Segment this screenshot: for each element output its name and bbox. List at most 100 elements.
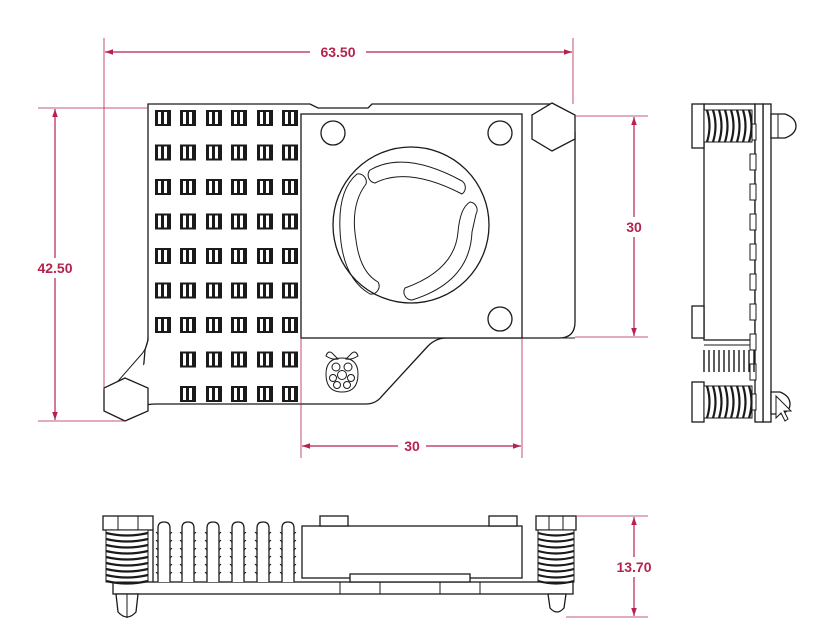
coil (723, 385, 729, 419)
fin-cell (282, 282, 298, 299)
fin-cell (180, 213, 196, 230)
spring-bottom (703, 385, 753, 419)
fin-cell (282, 386, 298, 402)
fin-cell (257, 248, 273, 264)
fin-cell (206, 110, 222, 126)
coil (705, 385, 711, 419)
front-screw-head-right (535, 515, 577, 531)
coil (537, 567, 575, 573)
fin-cell (231, 110, 247, 126)
coil (747, 109, 753, 143)
fin-cell (206, 144, 222, 161)
fan-circle (332, 146, 490, 304)
fin-cell (231, 317, 247, 333)
fin-cell (206, 213, 222, 230)
front-spring-right (537, 529, 575, 585)
mouse-cursor-icon (775, 394, 793, 422)
coil (537, 573, 575, 579)
coil (729, 109, 735, 143)
fin-cell (206, 351, 222, 368)
coil (711, 385, 717, 419)
fin-cell (257, 110, 273, 126)
front-fins (152, 521, 297, 582)
fin-cell (206, 386, 222, 402)
fin-cell (155, 144, 171, 161)
side-fin (749, 183, 757, 201)
front-fin (181, 521, 195, 582)
coil (105, 549, 149, 555)
fin-cell (257, 317, 273, 333)
fin-cell (155, 110, 171, 126)
side-fin (749, 243, 757, 261)
fin-cell (282, 248, 298, 264)
hex-nut-bottom-left (103, 377, 149, 422)
coil (723, 109, 729, 143)
side-fin (749, 333, 757, 351)
coil (705, 109, 711, 143)
side-fin (749, 213, 757, 231)
fin-cell (282, 144, 298, 161)
front-screw-head-left (102, 515, 154, 531)
coil (735, 385, 741, 419)
fin-cell (206, 317, 222, 333)
front-fin (157, 521, 171, 582)
coil (105, 537, 149, 543)
mount-hole-top-right (487, 120, 513, 146)
fin-grid (155, 110, 298, 402)
fin-cell (155, 248, 171, 264)
fin-cell (206, 248, 222, 264)
coil (105, 573, 149, 579)
fin-cell (231, 351, 247, 368)
hex-nut-top-right (531, 102, 576, 152)
fin-cell (180, 317, 196, 333)
coil (711, 109, 717, 143)
fin-cell (257, 213, 273, 230)
fin-cell (257, 351, 273, 368)
side-fins (703, 123, 757, 411)
fin-cell (155, 282, 171, 299)
coil (537, 549, 575, 555)
coil (537, 561, 575, 567)
fin-cell (257, 282, 273, 299)
fin-cell (282, 317, 298, 333)
fin-cell (231, 179, 247, 195)
side-fin (749, 273, 757, 291)
fin-cell (282, 110, 298, 126)
side-heatsink-base (754, 103, 764, 423)
fin-cell (180, 351, 196, 368)
coil (741, 109, 747, 143)
fin-cell (180, 248, 196, 264)
push-pin-top (770, 113, 797, 139)
coil (105, 555, 149, 561)
fan-blades (339, 161, 478, 301)
coil (735, 109, 741, 143)
coil (105, 561, 149, 567)
coil (717, 109, 723, 143)
coil (537, 543, 575, 549)
fin-cell (180, 282, 196, 299)
coil (105, 543, 149, 549)
front-fan-body (301, 525, 523, 579)
raspberry-logo-icon (325, 351, 359, 393)
side-body-upper (703, 103, 756, 341)
front-view: 13.70 (102, 515, 658, 618)
coil (105, 531, 149, 537)
front-base-plate (112, 581, 574, 595)
mount-hole-bottom-right (487, 306, 513, 332)
coil (537, 555, 575, 561)
dim-overall-height: 42.50 (37, 260, 72, 276)
fin-cell (231, 386, 247, 402)
front-spring-left (105, 529, 149, 585)
side-fin (749, 303, 757, 321)
fin-cell (155, 317, 171, 333)
dim-fan-height: 30 (626, 219, 642, 235)
coil (729, 385, 735, 419)
side-view (691, 103, 797, 423)
coil (105, 579, 149, 585)
fin-cell (231, 144, 247, 161)
front-fin (281, 521, 295, 582)
fin-cell (231, 282, 247, 299)
fin-cell (257, 179, 273, 195)
coil (537, 537, 575, 543)
